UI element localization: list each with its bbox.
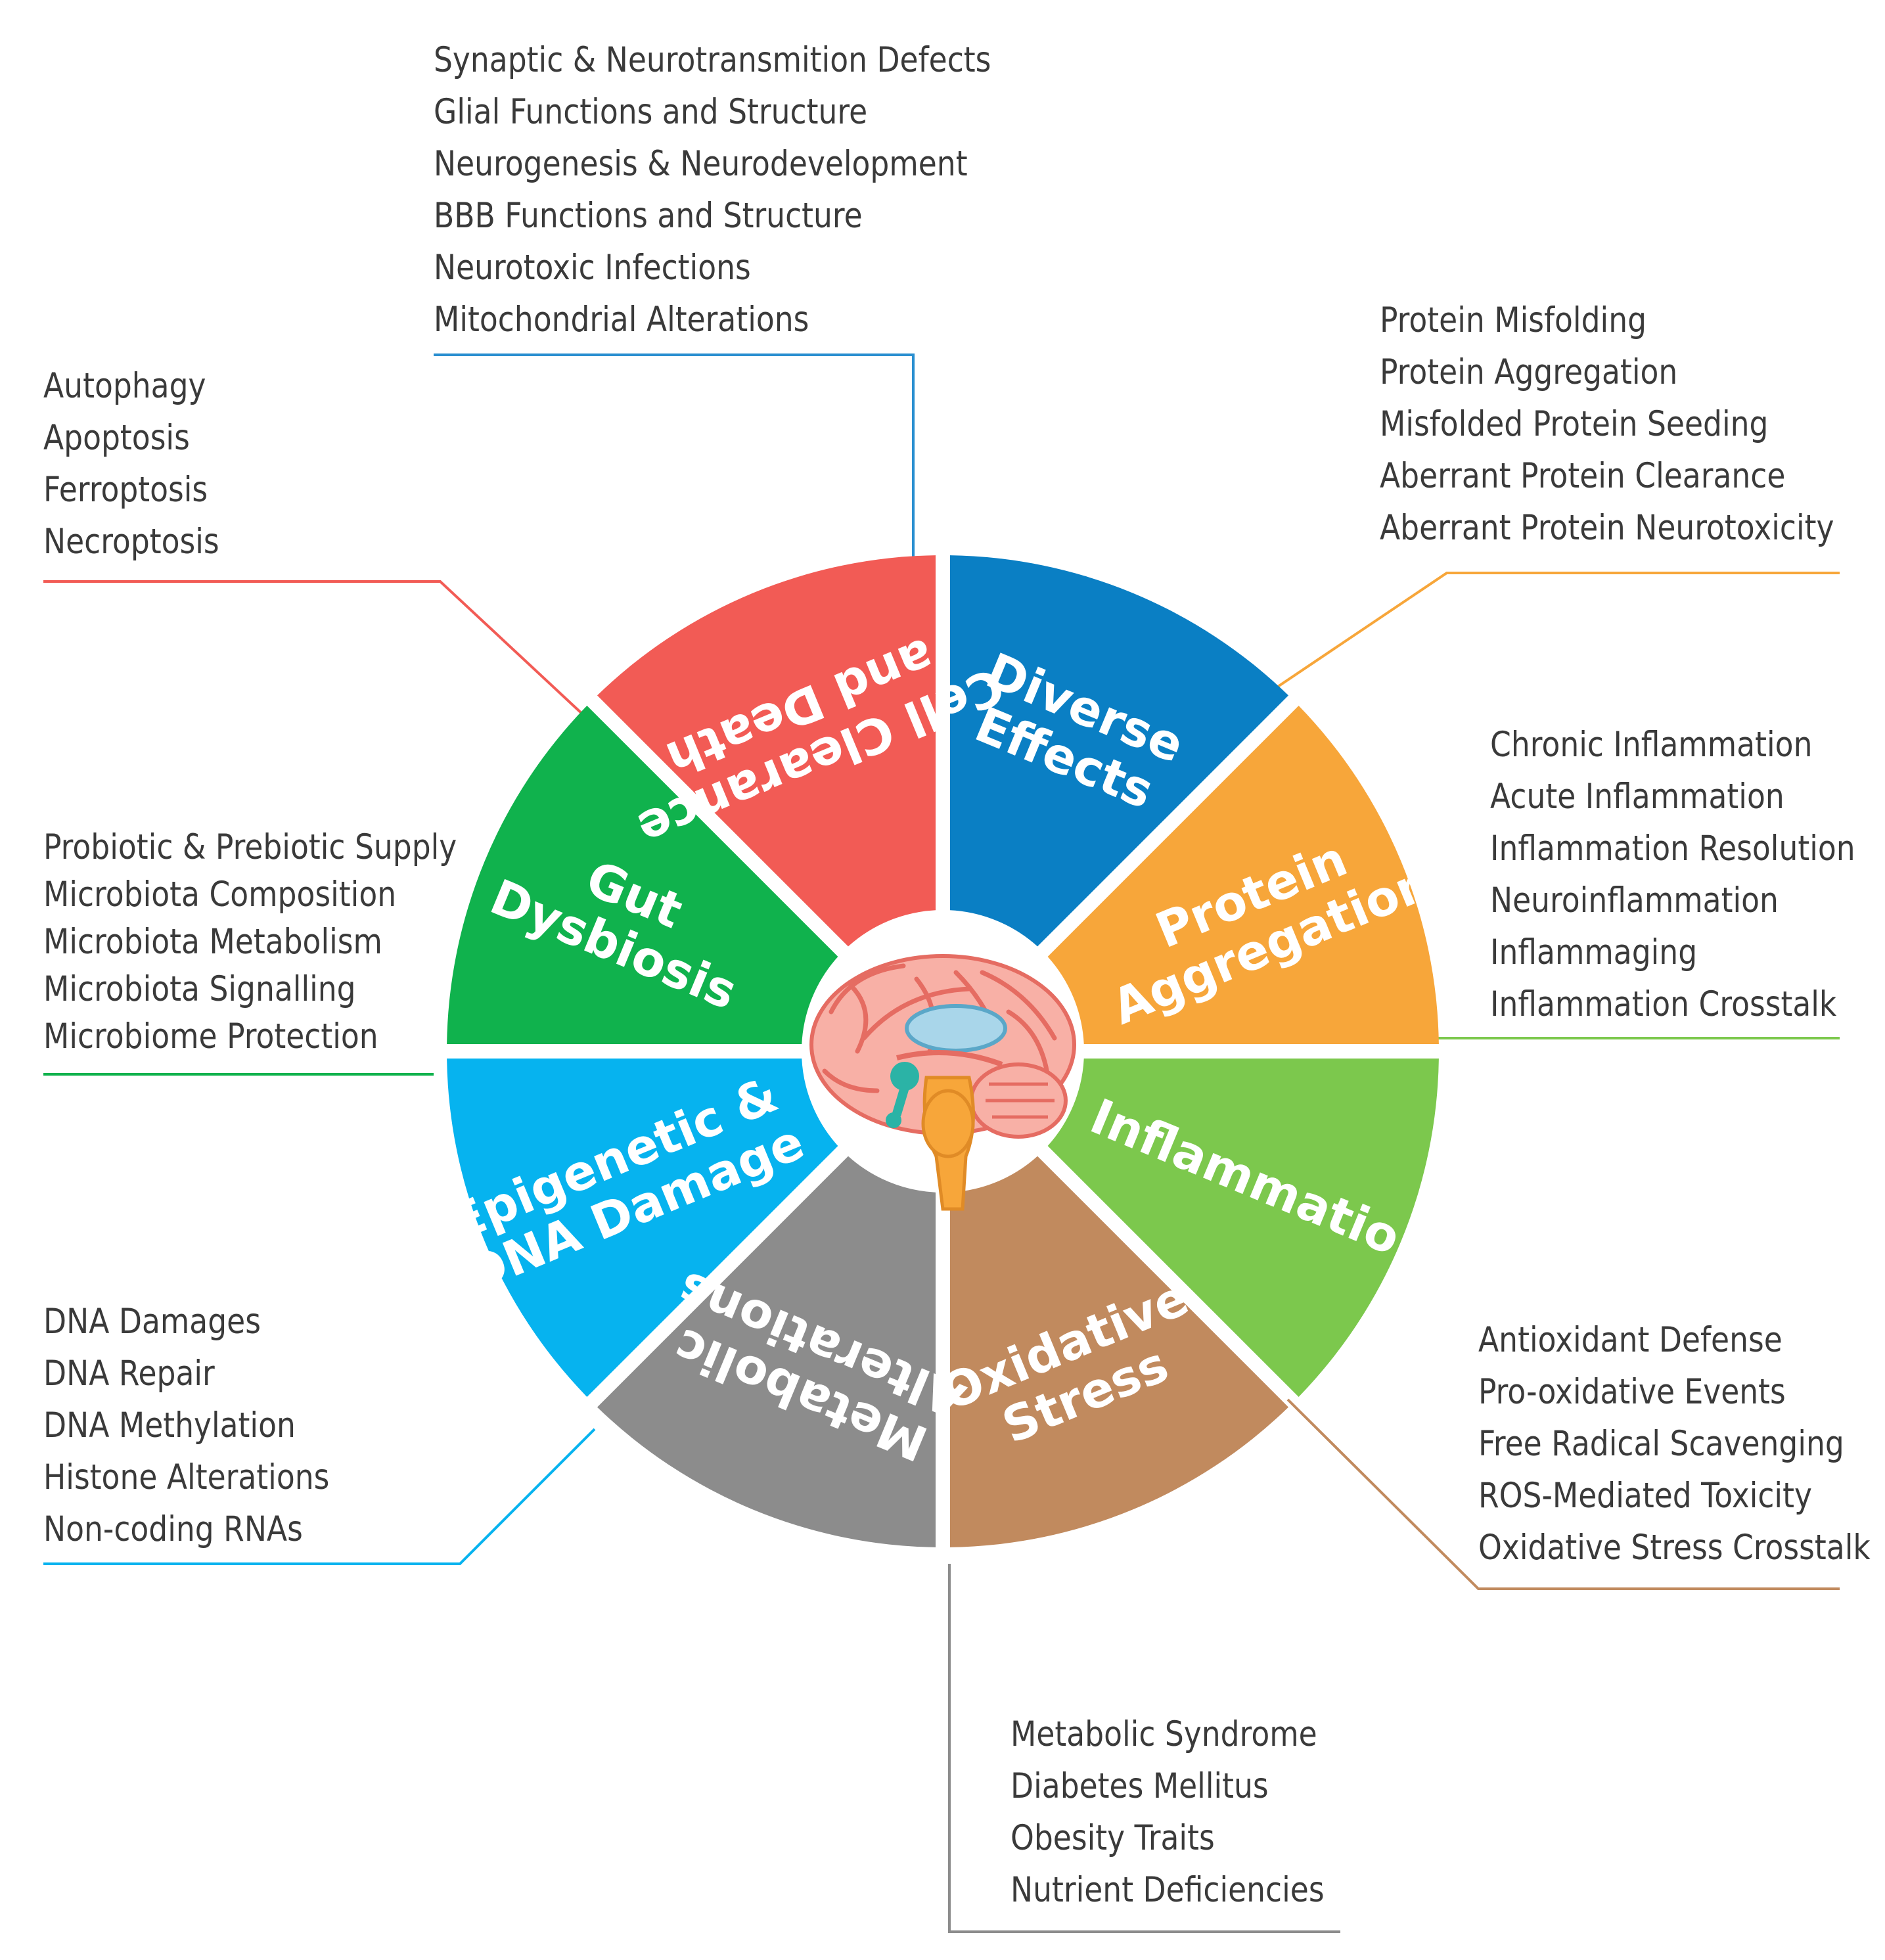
list-item: Protein Aggregation — [1380, 352, 1678, 392]
list-item: Mitochondrial Alterations — [434, 300, 809, 340]
list-item: BBB Functions and Structure — [434, 196, 863, 236]
connector-epigenetic — [43, 1428, 596, 1565]
segment-gut — [447, 705, 838, 1045]
list-item: Oxidative Stress Crosstalk — [1478, 1528, 1871, 1568]
list-item: Neurotoxic Infections — [434, 248, 751, 288]
list-item: Chronic Inflammation — [1490, 725, 1813, 765]
segment-diverse — [949, 555, 1289, 947]
list-item: Antioxidant Defense — [1478, 1320, 1783, 1360]
list-item: Nutrient Deficiencies — [1011, 1870, 1325, 1910]
segment-oxidative — [949, 1156, 1289, 1547]
list-item: Aberrant Protein Neurotoxicity — [1380, 508, 1834, 548]
list-item: Microbiota Composition — [43, 875, 397, 915]
list-item: Microbiota Signalling — [43, 969, 356, 1009]
list-item: Acute Inflammation — [1490, 777, 1784, 817]
list-item: Misfolded Protein Seeding — [1380, 404, 1769, 444]
list-item: Glial Functions and Structure — [434, 92, 868, 132]
list-item: Apoptosis — [43, 418, 190, 458]
list-item: Metabolic Syndrome — [1011, 1714, 1317, 1754]
list-item: DNA Methylation — [43, 1405, 296, 1446]
connector-diverse — [434, 353, 915, 558]
list-item: DNA Repair — [43, 1354, 215, 1394]
list-item: Ferroptosis — [43, 470, 208, 510]
list-item: Diabetes Mellitus — [1011, 1766, 1269, 1806]
connector-cell — [43, 580, 586, 718]
list-item: Probiotic & Prebiotic Supply — [43, 827, 457, 867]
wheel-segments — [447, 555, 1439, 1547]
list-item: Neuroinflammation — [1490, 880, 1779, 921]
list-item: Autophagy — [43, 366, 206, 406]
list-item: Inflammaging — [1490, 932, 1698, 972]
connector-oxidative — [1286, 1398, 1840, 1590]
segment-epigenetic — [447, 1058, 838, 1398]
segment-inflammation — [1047, 1058, 1439, 1398]
list-item: Aberrant Protein Clearance — [1380, 456, 1786, 496]
connector-lines — [43, 353, 1840, 1933]
list-item: Microbiome Protection — [43, 1016, 378, 1057]
list-item: Pro-oxidative Events — [1478, 1372, 1786, 1412]
list-item: Non-coding RNAs — [43, 1509, 303, 1549]
segment-cell — [597, 555, 936, 947]
list-item: Protein Misfolding — [1380, 300, 1647, 340]
segment-protein — [1047, 705, 1439, 1045]
list-item: Inflammation Resolution — [1490, 829, 1855, 869]
connector-metabolic — [948, 1564, 1340, 1933]
list-item: Necroptosis — [43, 522, 219, 562]
list-item: Free Radical Scavenging — [1478, 1424, 1844, 1464]
brain-icon — [809, 954, 1076, 1211]
list-item: DNA Damages — [43, 1302, 261, 1342]
list-item: Synaptic & Neurotransmition Defects — [434, 40, 991, 80]
list-item: ROS-Mediated Toxicity — [1478, 1476, 1812, 1516]
list-item: Microbiota Metabolism — [43, 922, 382, 962]
list-item: Inflammation Crosstalk — [1490, 984, 1837, 1024]
connector-protein — [1267, 572, 1840, 695]
list-item: Neurogenesis & Neurodevelopment — [434, 144, 968, 184]
list-item: Histone Alterations — [43, 1457, 330, 1497]
segment-metabolic — [597, 1156, 936, 1547]
list-item: Obesity Traits — [1011, 1818, 1215, 1858]
